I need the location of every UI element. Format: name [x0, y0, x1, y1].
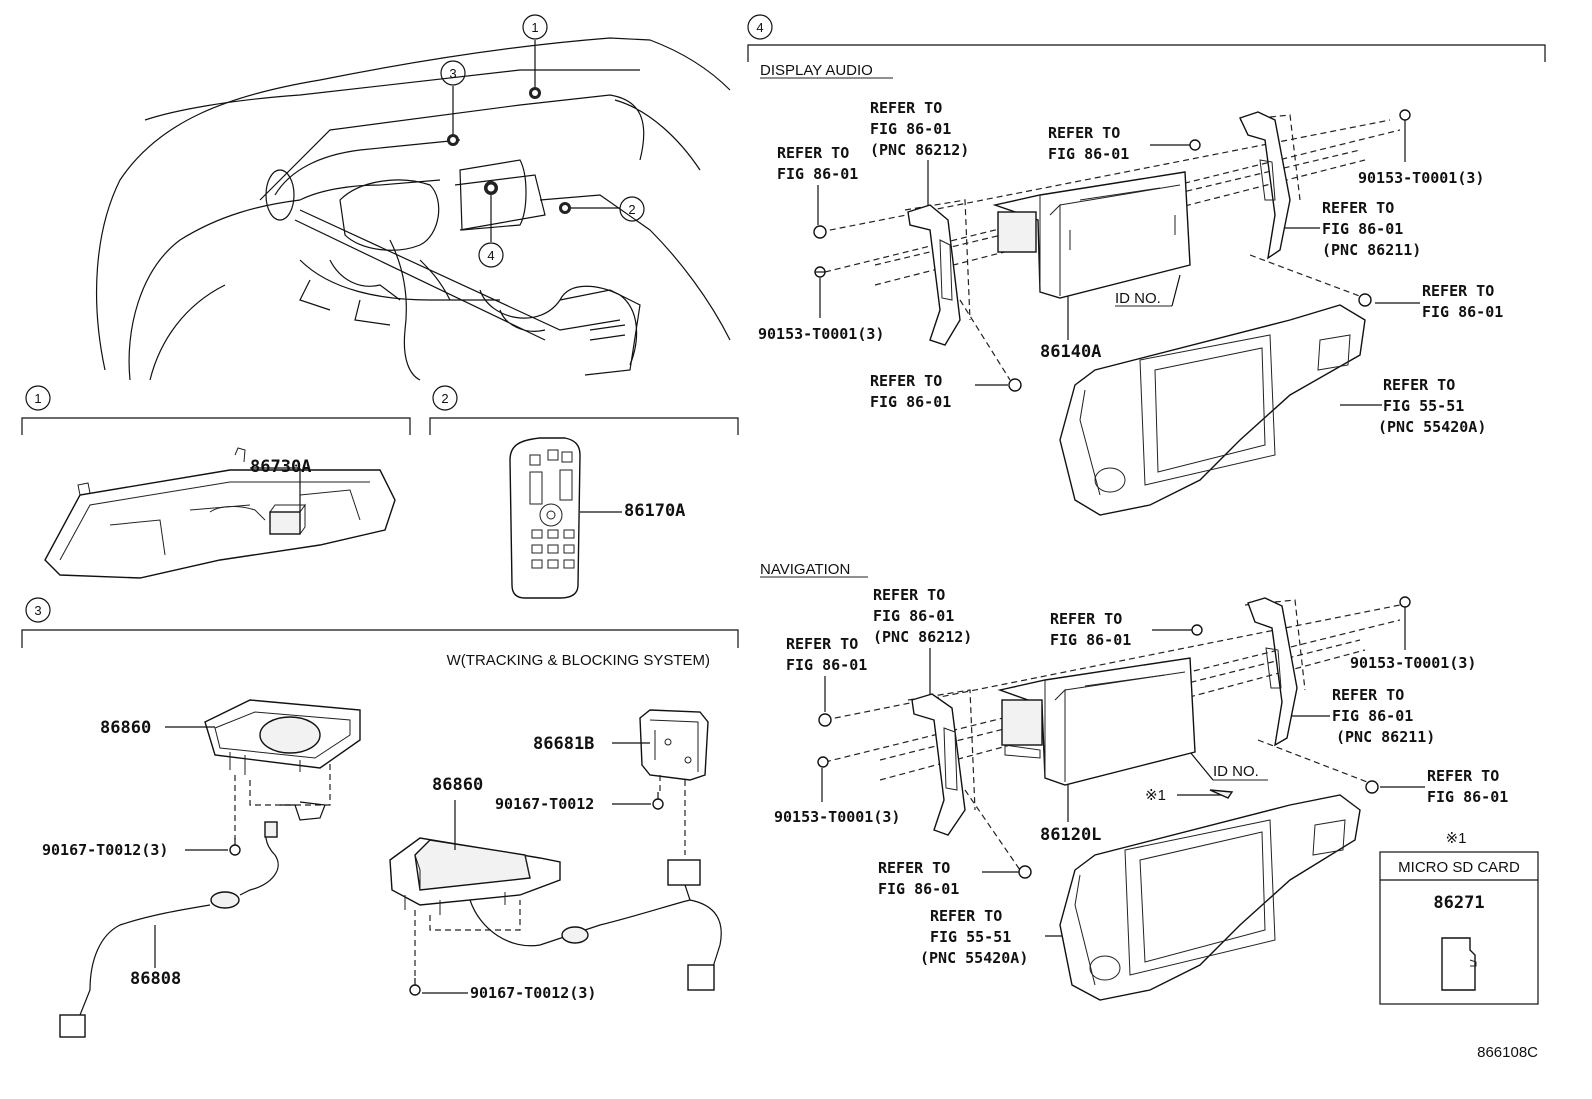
display-audio-assembly-illustration [813, 109, 1411, 516]
da-ref-bezel-line1: REFER TO [1383, 376, 1455, 394]
da-ref-bottom-line1: REFER TO [870, 372, 942, 390]
nav-ref-bezel-line2: FIG 55-51 [930, 928, 1011, 946]
nav-id-no-label: ID NO. [1213, 763, 1259, 780]
nav-ref-left-line1: REFER TO [786, 635, 858, 653]
overhead-console-illustration [44, 447, 396, 579]
navigation-assembly-illustration [817, 596, 1411, 1001]
part-86140A-label: 86140A [1040, 342, 1101, 362]
nav-ref-bottom-line1: REFER TO [878, 859, 950, 877]
tracking-unit-left-illustration [204, 699, 361, 775]
screw-left-illustration [229, 838, 241, 856]
da-ref-bolt-right-line2: FIG 86-01 [1422, 303, 1503, 321]
part-86860-left-label: 86860 [100, 718, 151, 738]
da-ref-bolt-right-line1: REFER TO [1422, 282, 1494, 300]
nav-screw-left-label: 90153-T0001(3) [774, 808, 900, 826]
nav-ref-top-line1: REFER TO [873, 586, 945, 604]
nav-ref-bolt-right-line2: FIG 86-01 [1427, 788, 1508, 806]
part-86271-label: 86271 [1433, 893, 1484, 913]
relay-screw-label: 90167-T0012 [495, 795, 594, 813]
da-ref-mid-line1: REFER TO [1048, 124, 1120, 142]
micro-sd-card-illustration [1441, 937, 1477, 991]
nav-ref-mid-line1: REFER TO [1050, 610, 1122, 628]
overview-callout-2: 2 [559, 196, 645, 222]
overview-callout-2-label: 2 [628, 202, 635, 217]
screw-left-label: 90167-T0012(3) [42, 841, 168, 859]
part-86681B-label: 86681B [533, 734, 594, 754]
nav-ref-right-line1: REFER TO [1332, 686, 1404, 704]
da-ref-top-line2: FIG 86-01 [870, 120, 951, 138]
navigation-title: NAVIGATION [760, 561, 850, 578]
nav-ref-bezel-line3: (PNC 55420A) [920, 949, 1028, 967]
nav-ref-bottom-line2: FIG 86-01 [878, 880, 959, 898]
da-ref-left-line2: FIG 86-01 [777, 165, 858, 183]
section-3: 3 W(TRACKING & BLOCKING SYSTEM) 86860 90… [21, 597, 739, 1038]
display-audio-subsection: DISPLAY AUDIO REFER TO FIG 86-01 (PNC 86… [758, 62, 1503, 516]
part-86120L-label: 86120L [1040, 825, 1101, 845]
tracking-cable-illustration [59, 801, 326, 1038]
nav-note-mark: ※1 [1145, 787, 1166, 804]
tracking-harness-illustration [469, 859, 722, 991]
da-screw-left-label: 90153-T0001(3) [758, 325, 884, 343]
dashboard-overview-illustration [96, 37, 731, 381]
section-4-number: 4 [756, 20, 763, 35]
nav-screw-right-label: 90153-T0001(3) [1350, 654, 1476, 672]
relay-screw-illustration [652, 792, 664, 810]
da-ref-mid-line2: FIG 86-01 [1048, 145, 1129, 163]
remote-control-illustration [509, 437, 581, 599]
da-ref-bezel-line2: FIG 55-51 [1383, 397, 1464, 415]
navigation-subsection: NAVIGATION REFER TO FIG 86-01 (PNC 86212… [760, 561, 1508, 1001]
part-86170A-label: 86170A [624, 501, 685, 521]
section-1-number: 1 [34, 391, 41, 406]
overview-callout-4: 4 [478, 181, 504, 268]
nav-ref-left-line2: FIG 86-01 [786, 656, 867, 674]
nav-ref-top-line2: FIG 86-01 [873, 607, 954, 625]
part-86860-right-label: 86860 [432, 775, 483, 795]
overview-callout-4-label: 4 [487, 248, 494, 263]
sd-card-title: MICRO SD CARD [1398, 859, 1520, 876]
da-ref-right-line1: REFER TO [1322, 199, 1394, 217]
part-86808-label: 86808 [130, 969, 181, 989]
da-ref-top-line3: (PNC 86212) [870, 141, 969, 159]
da-ref-bezel-line3: (PNC 55420A) [1378, 418, 1486, 436]
figure-id: 866108C [1477, 1044, 1538, 1061]
screw-right-illustration [409, 978, 421, 996]
section-2: 2 86170A [429, 385, 739, 599]
sd-note-mark: ※1 [1446, 830, 1467, 847]
da-ref-top-line1: REFER TO [870, 99, 942, 117]
section-4: 4 [747, 14, 1546, 62]
section-3-number: 3 [34, 603, 41, 618]
overview-callout-1-label: 1 [531, 20, 538, 35]
display-audio-title: DISPLAY AUDIO [760, 62, 873, 79]
da-ref-bottom-line2: FIG 86-01 [870, 393, 951, 411]
nav-ref-right-line2: FIG 86-01 [1332, 707, 1413, 725]
da-ref-right-line2: FIG 86-01 [1322, 220, 1403, 238]
screw-right-label: 90167-T0012(3) [470, 984, 596, 1002]
da-ref-left-line1: REFER TO [777, 144, 849, 162]
da-ref-right-line3: (PNC 86211) [1322, 241, 1421, 259]
tracking-system-header: W(TRACKING & BLOCKING SYSTEM) [447, 652, 710, 669]
nav-ref-bezel-line1: REFER TO [930, 907, 1002, 925]
section-1: 1 86730A [21, 385, 411, 579]
overview-callout-1: 1 [522, 14, 548, 99]
tracking-unit-right-illustration [389, 837, 561, 915]
overview-callout-3: 3 [440, 60, 466, 146]
nav-ref-mid-line2: FIG 86-01 [1050, 631, 1131, 649]
part-86730A-label: 86730A [250, 457, 311, 477]
overview-callout-3-label: 3 [449, 66, 456, 81]
micro-sd-card-box: ※1 MICRO SD CARD 86271 [1379, 830, 1539, 1005]
section-2-number: 2 [441, 391, 448, 406]
da-screw-right-label: 90153-T0001(3) [1358, 169, 1484, 187]
nav-ref-top-line3: (PNC 86212) [873, 628, 972, 646]
nav-ref-right-line3: (PNC 86211) [1336, 728, 1435, 746]
relay-86681B-illustration [639, 709, 709, 781]
da-id-no-label: ID NO. [1115, 290, 1161, 307]
nav-ref-bolt-right-line1: REFER TO [1427, 767, 1499, 785]
